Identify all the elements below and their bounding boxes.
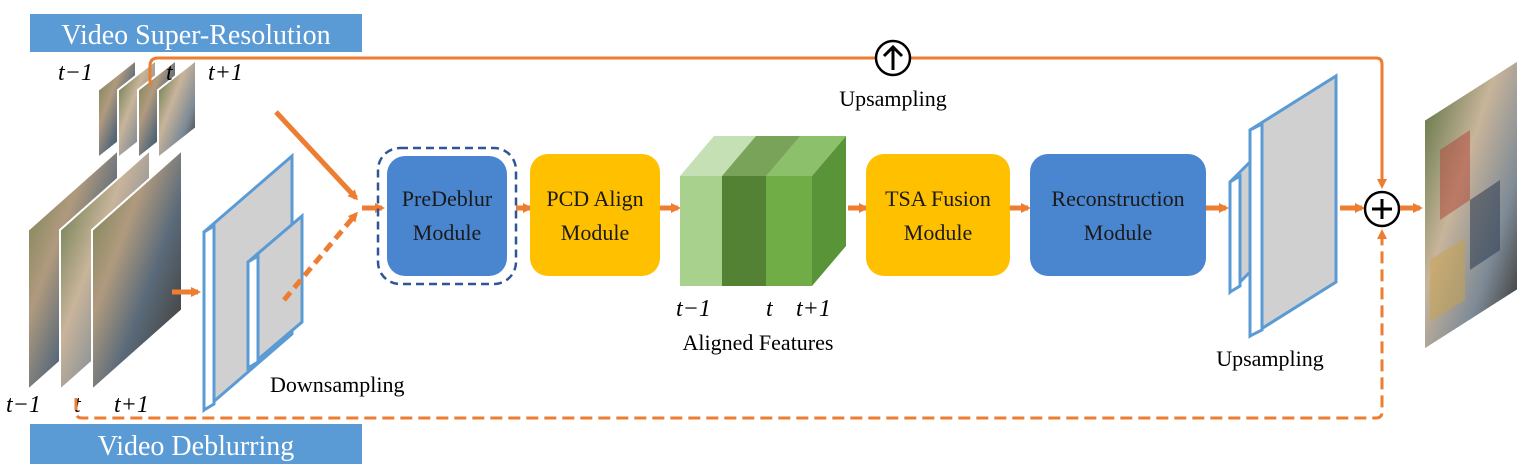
reconstruction-label-2: Module xyxy=(1084,220,1152,245)
deblur-frame-label-next: t+1 xyxy=(114,392,149,418)
sr-frame-label-next: t+1 xyxy=(208,60,243,86)
deblur-skip-connection xyxy=(74,229,1387,420)
sr-skip-connection xyxy=(148,56,1387,189)
upsampling-block xyxy=(1228,73,1338,339)
banner-top-label: Video Super-Resolution xyxy=(61,20,330,51)
banner-bottom-label: Video Deblurring xyxy=(98,431,295,462)
arrow-down-to-predeblur xyxy=(282,211,358,302)
aligned-features-label: Aligned Features xyxy=(683,330,834,355)
predeblur-module: PreDeblur Module xyxy=(376,146,518,286)
deblur-input-frames xyxy=(27,147,183,393)
predeblur-label-1: PreDeblur xyxy=(402,186,493,211)
pcd-align-module: PCD Align Module xyxy=(530,154,660,276)
reconstruction-label-1: Reconstruction xyxy=(1051,186,1184,211)
up-arrow-icon xyxy=(882,44,904,70)
downsampling-block xyxy=(202,152,304,414)
reconstruction-module: Reconstruction Module xyxy=(1030,154,1206,276)
tsa-fusion-module: TSA Fusion Module xyxy=(866,154,1010,276)
arrow-sr-to-predeblur xyxy=(274,110,359,201)
upsampling-symbol xyxy=(874,39,912,77)
tsa-label-1: TSA Fusion xyxy=(885,186,991,211)
sr-input-frames xyxy=(97,57,197,161)
downsampling-label: Downsampling xyxy=(270,372,404,397)
tsa-label-2: Module xyxy=(904,220,972,245)
upsampling-block-label: Upsampling xyxy=(1216,346,1324,371)
deblur-frame-label-cur: t xyxy=(74,392,82,418)
aligned-frame-label-prev: t−1 xyxy=(676,296,711,322)
pcd-label-2: Module xyxy=(561,220,629,245)
sr-frame-label-prev: t−1 xyxy=(58,60,93,86)
aligned-frame-label-cur: t xyxy=(766,296,774,322)
upsampling-skip-label: Upsampling xyxy=(839,86,947,111)
sr-frame-label-cur: t xyxy=(166,60,174,86)
aligned-frame-label-next: t+1 xyxy=(796,296,831,322)
deblur-frame-label-prev: t−1 xyxy=(6,392,41,418)
output-frame xyxy=(1423,58,1519,352)
banner-video-deblurring: Video Deblurring xyxy=(30,424,362,464)
predeblur-label-2: Module xyxy=(413,220,481,245)
pcd-label-1: PCD Align xyxy=(546,186,643,211)
plus-icon xyxy=(1372,199,1392,219)
banner-video-super-resolution: Video Super-Resolution xyxy=(30,14,362,52)
sum-node xyxy=(1363,190,1401,228)
aligned-features-block xyxy=(680,136,846,286)
